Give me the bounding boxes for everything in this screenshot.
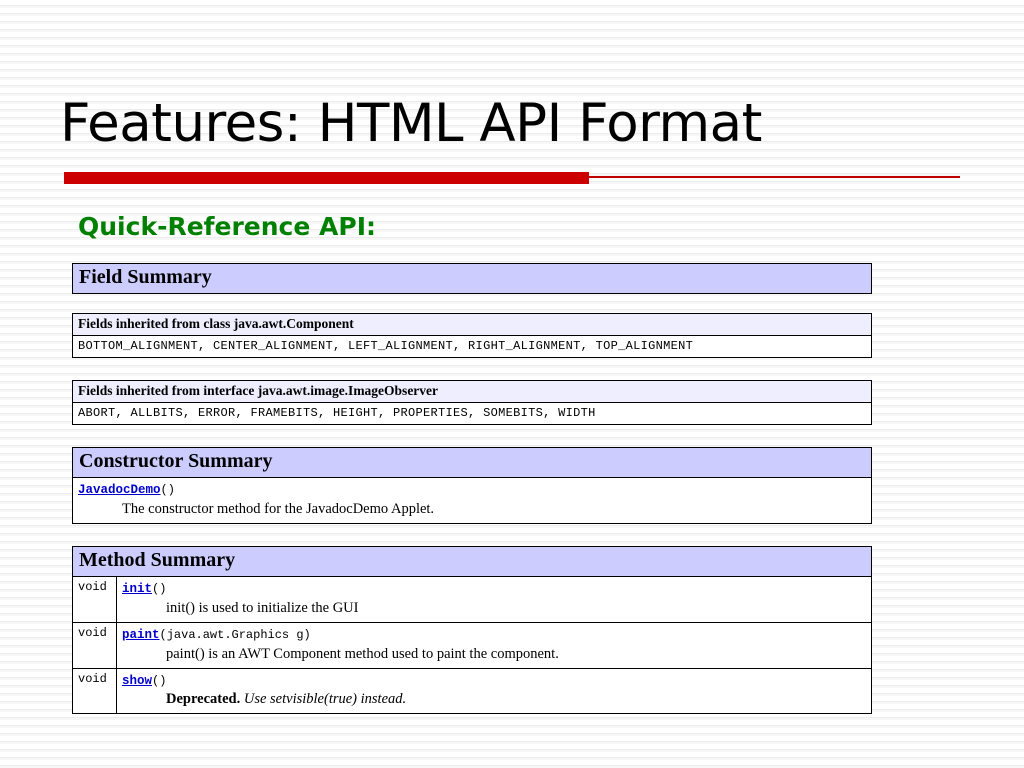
constructor-args: () [160,483,175,498]
constructor-link-javadocdemo[interactable]: JavadocDemo [78,483,161,498]
method-return-type-init: void [72,576,117,623]
field-summary-header: Field Summary [72,263,872,294]
section-subtitle: Quick-Reference API: [78,212,377,241]
method-return-type-show: void [72,667,117,715]
fields-inherited-imageobserver-header: Fields inherited from interface java.awt… [72,380,872,404]
table-row: Fields inherited from interface java.awt… [72,380,872,404]
method-summary-header: Method Summary [72,546,872,578]
constructor-summary-table: Constructor Summary JavadocDemo() The co… [72,447,872,525]
method-link-paint[interactable]: paint [122,627,160,642]
method-args-init: () [152,582,167,597]
spacer [72,294,872,313]
method-link-show[interactable]: show [122,673,153,688]
constructor-row-javadocdemo: JavadocDemo() The constructor method for… [72,477,872,525]
method-return-type-paint: void [72,621,117,669]
title-rule-thick-bar [64,172,589,184]
method-row-show: show() Deprecated. Use setvisible(true) … [116,667,872,715]
table-row: Method Summary [72,546,872,578]
table-row: JavadocDemo() The constructor method for… [72,477,872,525]
fields-inherited-imageobserver-table: Fields inherited from interface java.awt… [72,380,872,426]
table-row: void init() init() is used to initialize… [72,576,872,623]
method-args-paint: (java.awt.Graphics g) [159,627,311,642]
method-summary-table: Method Summary void init() init() is use… [72,546,872,715]
spacer [72,425,872,447]
table-row: void paint(java.awt.Graphics g) paint() … [72,621,872,669]
table-row: void show() Deprecated. Use setvisible(t… [72,667,872,715]
fields-inherited-component-values: BOTTOM_ALIGNMENT, CENTER_ALIGNMENT, LEFT… [72,335,872,359]
method-link-init[interactable]: init [122,582,153,597]
table-row: Fields inherited from class java.awt.Com… [72,312,872,337]
title-block: Features: HTML API Format [60,96,970,152]
method-description-show: Deprecated. Use setvisible(true) instead… [166,690,866,708]
method-description-init: init() is used to initialize the GUI [166,599,359,616]
javadoc-screenshot: Field Summary Fields inherited from clas… [72,263,872,715]
title-underline-rule [64,172,960,184]
spacer [72,524,872,546]
constructor-summary-header: Constructor Summary [72,447,872,479]
deprecated-label: Deprecated. [166,691,241,708]
method-description-paint: paint() is an AWT Component method used … [166,645,559,662]
constructor-description: The constructor method for the JavadocDe… [122,501,435,517]
table-row: Constructor Summary [72,447,872,479]
fields-inherited-component-table: Fields inherited from class java.awt.Com… [72,312,872,359]
spacer [72,358,872,380]
method-args-show: () [152,673,167,688]
table-row: Field Summary [72,263,872,294]
table-row: ABORT, ALLBITS, ERROR, FRAMEBITS, HEIGHT… [72,402,872,426]
table-row: BOTTOM_ALIGNMENT, CENTER_ALIGNMENT, LEFT… [72,335,872,359]
method-row-paint: paint(java.awt.Graphics g) paint() is an… [116,621,872,669]
deprecated-note: Use setvisible(true) instead. [243,691,407,708]
fields-inherited-component-header: Fields inherited from class java.awt.Com… [72,312,872,337]
fields-inherited-imageobserver-values: ABORT, ALLBITS, ERROR, FRAMEBITS, HEIGHT… [72,402,872,426]
page-title: Features: HTML API Format [60,93,762,154]
method-row-init: init() init() is used to initialize the … [116,576,872,623]
field-summary-table: Field Summary [72,263,872,294]
